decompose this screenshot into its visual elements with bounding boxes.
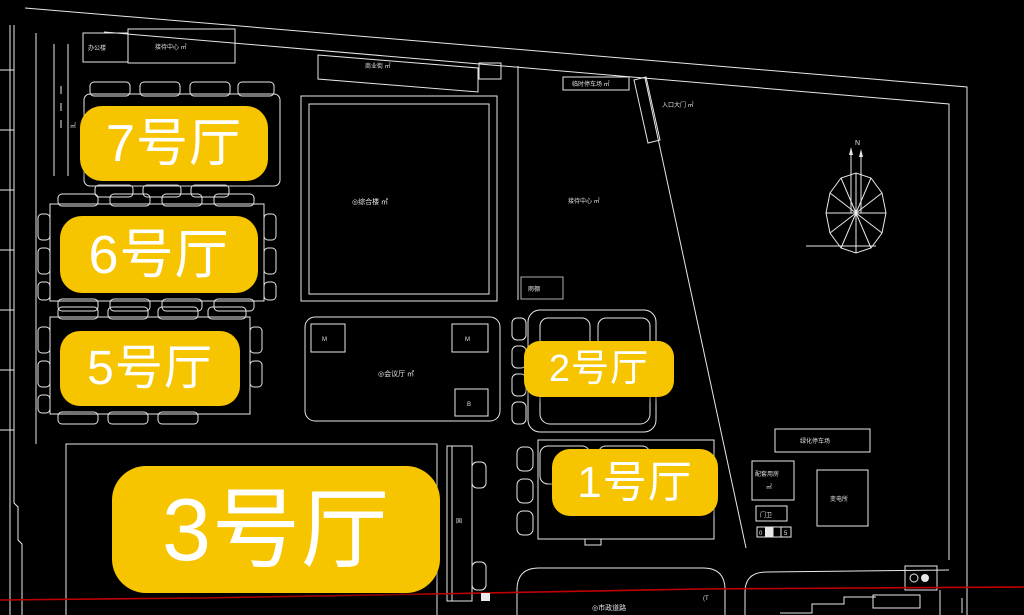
hall-7-label[interactable]: 7号厅 xyxy=(80,106,268,181)
bottom-roads: ◎市政道路 (T xyxy=(0,565,1024,615)
hall-2-label[interactable]: 2号厅 xyxy=(524,341,674,397)
support-box-line1: 配套用房 xyxy=(755,470,779,478)
gate-hut-area-label: 接待中心 ㎡ xyxy=(568,197,600,205)
site-boundary xyxy=(0,7,968,615)
road-mark: (T xyxy=(703,596,709,602)
scale-1: 5 xyxy=(784,531,788,537)
tall-building: 国 xyxy=(446,445,487,602)
meeting-hall-label: ◎会议厅 ㎡ xyxy=(378,369,414,378)
right-parcel: 临时停车场 ㎡ 入口大门 ㎡ 接待中心 ㎡ 雨棚 xyxy=(520,76,747,549)
support-box-line2: ㎡ xyxy=(766,483,772,491)
north-label: N xyxy=(855,140,860,147)
service-box-label: 接待中心 ㎡ xyxy=(155,43,187,51)
hall-5-label[interactable]: 5号厅 xyxy=(60,331,240,406)
parking-note-label: 临时停车场 ㎡ xyxy=(572,80,610,88)
gate-note-label: 入口大门 ㎡ xyxy=(662,101,694,109)
right-service-buildings: 绿化停车场 配套用房 ㎡ 门卫 变电所 0 5 xyxy=(751,428,871,538)
shop-strip: 商业街 ㎡ xyxy=(317,54,502,93)
road-label: ◎市政道路 xyxy=(592,603,626,612)
canopy-box-label: 雨棚 xyxy=(528,285,540,293)
road-area-mark: ㎡ xyxy=(70,122,76,130)
shop-strip-label: 商业街 ㎡ xyxy=(365,62,391,70)
hall-6-label[interactable]: 6号厅 xyxy=(60,216,258,293)
tall-building-label: 国 xyxy=(456,518,462,525)
office-box-label: 办公楼 xyxy=(88,44,106,52)
compass-north-arrow: N xyxy=(806,140,887,254)
hall-3-label[interactable]: 3号厅 xyxy=(112,466,440,593)
scale-0: 0 xyxy=(759,531,763,537)
hall-5-outline xyxy=(37,306,263,425)
central-meeting-hall: M M B ◎会议厅 ㎡ xyxy=(304,316,501,422)
top-left-buildings: 办公楼 接待中心 ㎡ ㎡ xyxy=(53,28,236,176)
scale-bar: 0 5 xyxy=(756,526,792,538)
guard-box-label: 门卫 xyxy=(760,511,772,519)
hall-1-label[interactable]: 1号厅 xyxy=(552,449,718,516)
corner-tl-label: M xyxy=(322,337,327,343)
substation-box-label: 变电所 xyxy=(830,495,848,503)
corner-tr-label: M xyxy=(465,337,470,343)
hall-6-outline xyxy=(37,193,277,312)
corner-br-label: B xyxy=(467,402,471,408)
main-hall-label: ◎综合楼 ㎡ xyxy=(352,197,388,206)
central-main-hall: ◎综合楼 ㎡ xyxy=(300,95,498,302)
green-box-label: 绿化停车场 xyxy=(800,437,830,445)
